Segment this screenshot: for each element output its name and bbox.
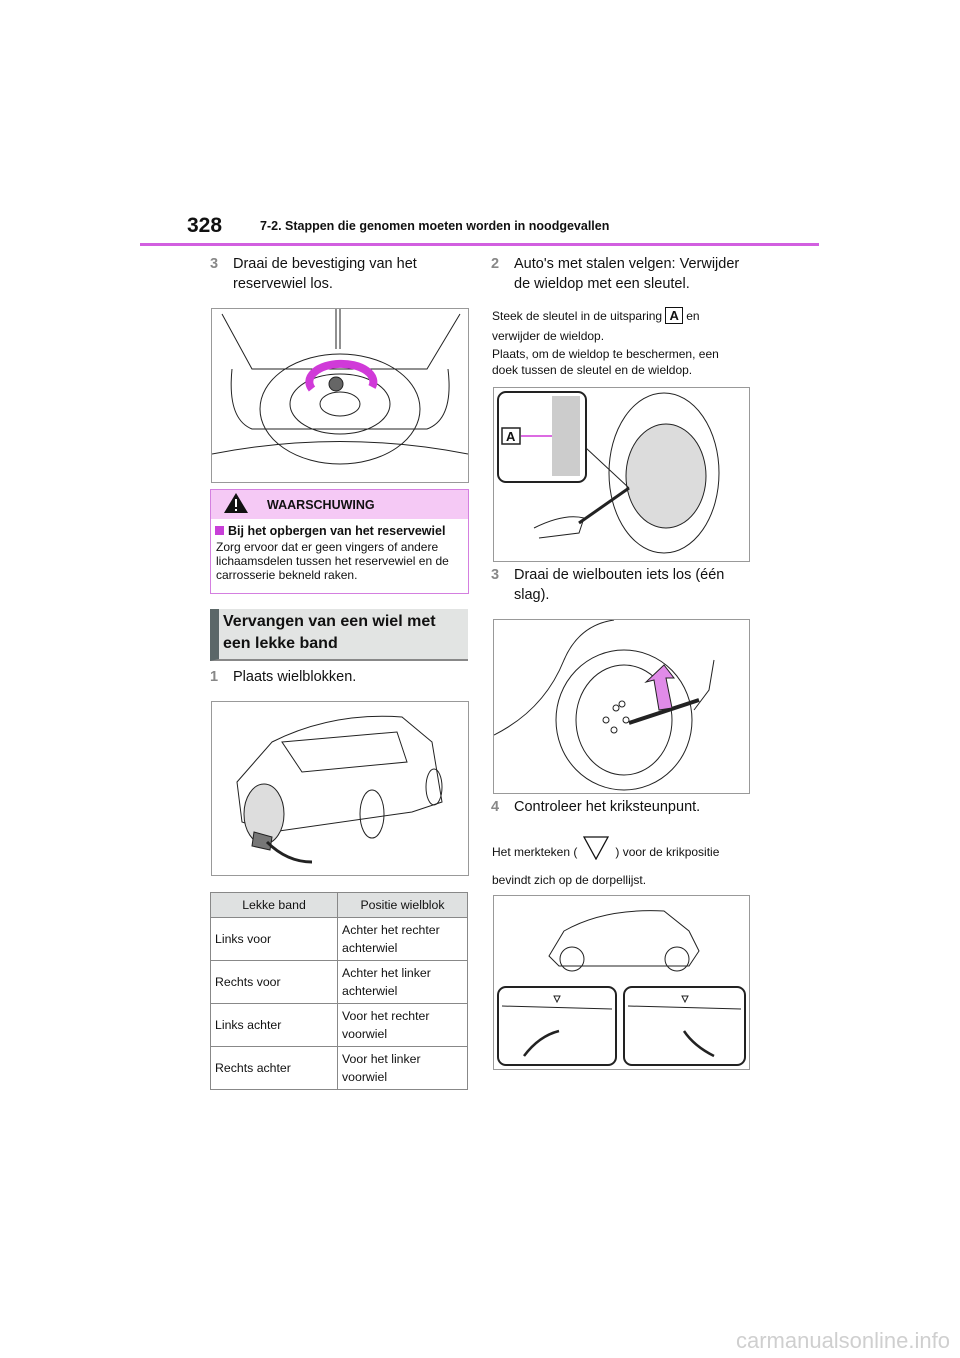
label-a: A <box>665 307 683 324</box>
column-header: Positie wielblok <box>337 892 468 918</box>
table-cell: Voor het linker voorwiel <box>337 1046 468 1090</box>
step-number: 2 <box>491 256 500 272</box>
table-cell: Rechts achter <box>210 1046 338 1090</box>
note-jack-point: Het merkteken ( ) voor de krikpositie bev… <box>492 836 748 888</box>
loosen-bolts-illustration <box>493 619 750 794</box>
step-text: Plaats wielblokken. <box>233 669 357 685</box>
step-4-jack-point: 4 Controleer het kriksteunpunt. <box>491 797 751 817</box>
column-header: Lekke band <box>210 892 338 918</box>
table-cell: Achter het linker achterwiel <box>337 960 468 1004</box>
watermark: carmanualsonline.info <box>735 1328 950 1353</box>
warning-title: WAARSCHUWING <box>267 497 375 512</box>
table-cell: Links voor <box>210 917 338 961</box>
step-3-spare: 3 Draai de bevestiging van het reservewi… <box>210 254 465 294</box>
step-3-loosen-bolts: 3 Draai de wielbouten iets los (één slag… <box>491 565 751 605</box>
wheel-cap-removal-illustration: A <box>493 387 750 562</box>
warning-body: Zorg ervoor dat er geen vingers of ander… <box>216 540 449 582</box>
table-cell: Rechts voor <box>210 960 338 1004</box>
warning-header: WAARSCHUWING <box>211 490 468 519</box>
section-title: Vervangen van een wiel met een lekke ban… <box>210 609 468 661</box>
step-text: Controleer het kriksteunpunt. <box>514 799 701 815</box>
warning-subtitle-text: Bij het opbergen van het reservewiel <box>228 524 446 538</box>
bullet-square-icon <box>215 526 224 535</box>
step-2-wheel-cap: 2 Auto's met stalen velgen: Verwijder de… <box>491 254 751 294</box>
note-text: Het merkteken ( <box>492 845 578 860</box>
chapter-title: 7-2. Stappen die genomen moeten worden i… <box>260 219 610 233</box>
note-wheel-cap: Steek de sleutel in de uitsparing A en v… <box>492 306 748 378</box>
jack-point-illustration <box>493 895 750 1070</box>
note-text: Steek de sleutel in de uitsparing <box>492 309 663 323</box>
step-text: Auto's met stalen velgen: Verwijder de w… <box>514 256 740 292</box>
car-wheel-chock-illustration <box>211 701 469 876</box>
spare-tire-illustration <box>211 308 469 483</box>
step-text: Draai de wielbouten iets los (één slag). <box>514 567 725 603</box>
step-text: Draai de bevestiging van het reservewiel… <box>233 256 417 292</box>
note-text: Plaats, om de wieldop te beschermen, een… <box>492 347 719 377</box>
note-text: ) voor de krikpositie <box>615 845 720 860</box>
step-number: 3 <box>210 256 219 272</box>
table-cell: Links achter <box>210 1003 338 1047</box>
page-number: 328 <box>187 214 223 237</box>
jack-mark-triangle-icon <box>583 836 610 870</box>
warning-box: WAARSCHUWING Bij het opbergen van het re… <box>210 489 469 594</box>
note-text: bevindt zich op de dorpellijst. <box>492 873 647 887</box>
note-text: en verwijder de wieldop. <box>492 309 700 343</box>
warning-triangle-icon <box>223 492 249 517</box>
step-number: 4 <box>491 799 500 815</box>
header-divider <box>140 243 819 246</box>
table-cell: Achter het rechter achterwiel <box>337 917 468 961</box>
step-number: 1 <box>210 669 219 685</box>
warning-subtitle: Bij het opbergen van het reservewiel <box>211 519 468 540</box>
step-1-wheel-chocks: 1 Plaats wielblokken. <box>210 667 465 687</box>
step-number: 3 <box>491 567 500 583</box>
table-cell: Voor het rechter voorwiel <box>337 1003 468 1047</box>
svg-text:A: A <box>506 429 516 444</box>
